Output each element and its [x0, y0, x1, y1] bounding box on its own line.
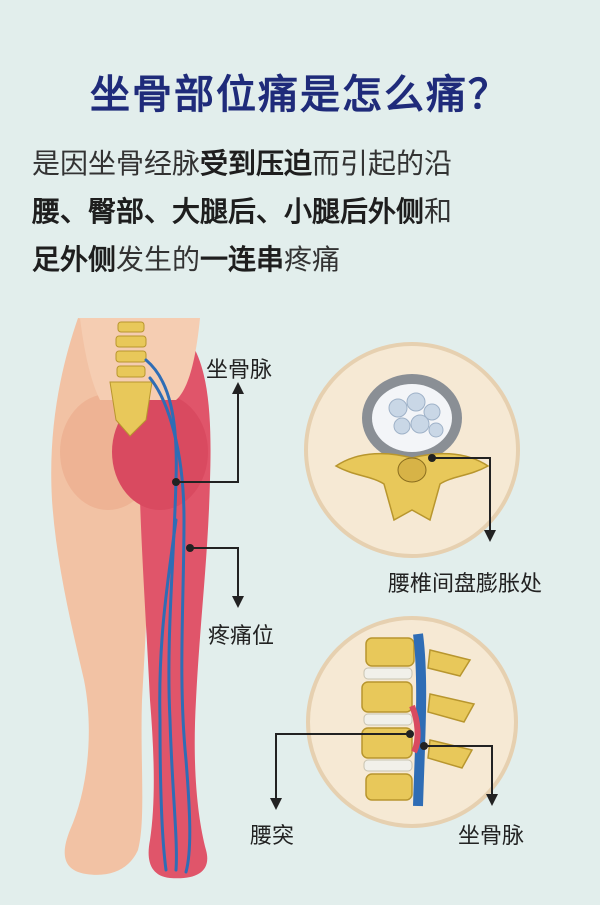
protrusion-callout-line [275, 733, 410, 800]
arrow-down-icon [232, 596, 244, 608]
desc-seg-5: 足外侧 [32, 243, 117, 276]
legs-illustration [51, 318, 211, 879]
desc-seg-8: 疼痛 [284, 243, 341, 276]
label-lumbar-protrusion: 腰突 [250, 824, 295, 849]
arrow-up-icon [232, 382, 244, 394]
nerve-callout-line [424, 745, 493, 796]
label-sciatic-nerve-2: 坐骨脉 [458, 824, 525, 849]
desc-seg-4: 和 [424, 195, 453, 228]
description-text: 是因坐骨经脉受到压迫而引起的沿 腰、臀部、大腿后、小腿后外侧和 足外侧发生的一连… [32, 140, 582, 284]
spine-side-view-circle [306, 616, 518, 828]
desc-seg-3: 腰、臀部、大腿后、小腿后外侧 [32, 195, 425, 228]
bulge-callout-line [432, 457, 491, 532]
desc-seg-0: 是因坐骨经脉 [32, 147, 201, 180]
spine-sacrum [109, 321, 153, 437]
desc-seg-7: 一连串 [200, 243, 285, 276]
spinal-cord-nerve [413, 633, 427, 807]
desc-seg-1: 受到压迫 [200, 147, 313, 180]
label-pain-area: 疼痛位 [208, 624, 275, 649]
label-sciatic-nerve: 坐骨脉 [206, 358, 273, 383]
sciatic-nerve-lines [144, 358, 192, 874]
arrow-down-icon [486, 794, 498, 806]
arrow-down-icon [484, 530, 496, 542]
left-callouts [176, 392, 239, 600]
desc-seg-6: 发生的 [116, 243, 201, 276]
label-disc-bulge: 腰椎间盘膨胀处 [388, 572, 543, 597]
desc-seg-2: 而引起的沿 [312, 147, 453, 180]
disc-cross-section-circle [304, 342, 520, 558]
arrow-down-icon [270, 798, 282, 810]
page-title: 坐骨部位痛是怎么痛？ [90, 72, 510, 118]
